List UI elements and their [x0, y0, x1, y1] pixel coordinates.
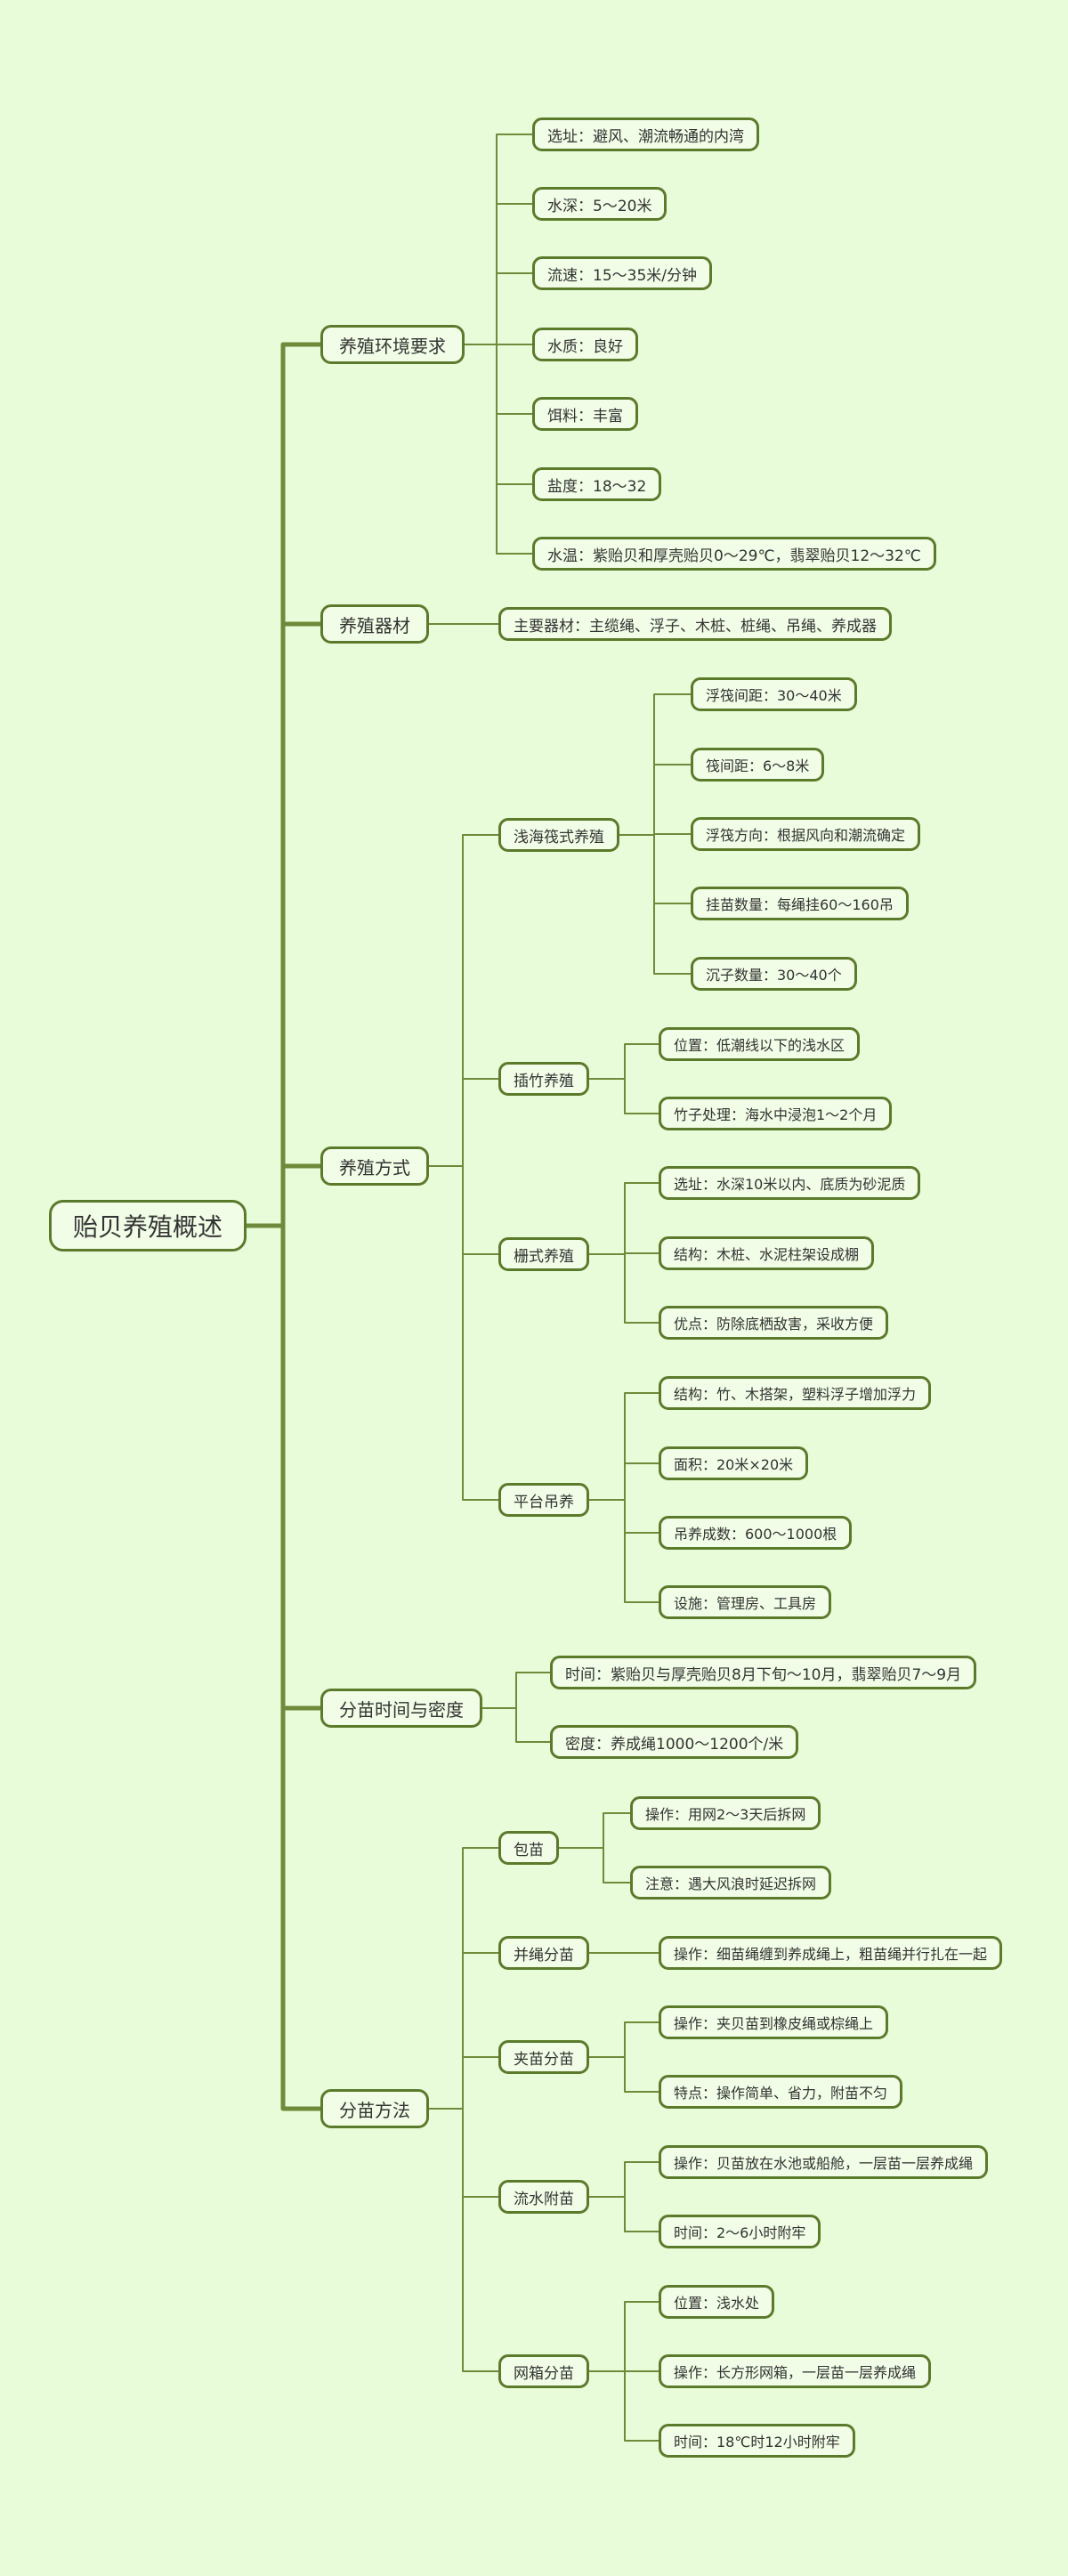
raft-sinker-count[interactable]: 沉子数量：30～40个: [691, 957, 857, 991]
parallel-operation[interactable]: 操作：细苗绳缠到养成绳上，粗苗绳并行扎在一起: [659, 1936, 1003, 1970]
bamboo-treatment[interactable]: 竹子处理：海水中浸泡1～2个月: [659, 1097, 893, 1130]
branch-seeding-methods[interactable]: 分苗方法: [320, 2089, 429, 2128]
env-item-water-quality[interactable]: 水质：良好: [532, 328, 638, 361]
clip-operation[interactable]: 操作：夹贝苗到橡皮绳或棕绳上: [659, 2005, 889, 2039]
connector-root-node: [244, 342, 323, 2111]
equip-item-main[interactable]: 主要器材：主缆绳、浮子、木桩、桩绳、吊绳、养成器: [498, 607, 892, 641]
branch-environment[interactable]: 养殖环境要求: [320, 325, 465, 364]
platform-structure[interactable]: 结构：竹、木搭架，塑料浮子增加浮力: [659, 1376, 932, 1410]
platform-count[interactable]: 吊养成数：600～1000根: [659, 1516, 853, 1550]
clip-feature[interactable]: 特点：操作简单、省力，附苗不匀: [659, 2075, 903, 2109]
raft-direction[interactable]: 浮筏方向：根据风向和潮流确定: [691, 817, 921, 851]
seed-method-clip[interactable]: 夹苗分苗: [498, 2040, 589, 2074]
raft-spacing[interactable]: 浮筏间距：30～40米: [691, 677, 857, 711]
cage-time[interactable]: 时间：18℃时12小时附牢: [659, 2424, 855, 2458]
seed-method-flowing[interactable]: 流水附苗: [498, 2180, 589, 2214]
method-raft[interactable]: 浅海筏式养殖: [498, 818, 619, 852]
connector-branch-seeding-methods: [428, 1847, 499, 2372]
connector-branch-seeding-time: [481, 1672, 551, 1743]
fence-advantage[interactable]: 优点：防除底栖敌害，采收方便: [659, 1306, 889, 1340]
env-item-site[interactable]: 选址：避风、潮流畅通的内湾: [532, 117, 759, 151]
branch-seeding-time[interactable]: 分苗时间与密度: [320, 1689, 482, 1728]
connector-seed-method-clip: [588, 2021, 659, 2093]
cage-operation[interactable]: 操作：长方形网箱，一层苗一层养成绳: [659, 2354, 932, 2388]
connector-seed-method-flowing: [588, 2161, 659, 2232]
fence-structure[interactable]: 结构：木桩、水泥柱架设成棚: [659, 1236, 875, 1270]
raft-seed-count[interactable]: 挂苗数量：每绳挂60～160吊: [691, 887, 909, 920]
flowing-time[interactable]: 时间：2～6小时附牢: [659, 2215, 821, 2248]
fence-site[interactable]: 选址：水深10米以内、底质为砂泥质: [659, 1166, 921, 1200]
connector-branch-environment: [464, 134, 533, 555]
method-bamboo[interactable]: 插竹养殖: [498, 1062, 589, 1096]
method-platform[interactable]: 平台吊养: [498, 1483, 589, 1517]
branch-methods[interactable]: 养殖方式: [320, 1146, 429, 1186]
connector-method-platform: [588, 1392, 659, 1603]
cage-location[interactable]: 位置：浅水处: [659, 2285, 775, 2319]
method-fence[interactable]: 栅式养殖: [498, 1237, 589, 1271]
branch-equipment[interactable]: 养殖器材: [320, 604, 429, 644]
connector-branch-methods: [428, 834, 499, 1501]
seeding-density[interactable]: 密度：养成绳1000～1200个/米: [550, 1725, 799, 1759]
bamboo-location[interactable]: 位置：低潮线以下的浅水区: [659, 1027, 861, 1061]
env-item-flow[interactable]: 流速：15～35米/分钟: [532, 256, 712, 290]
seed-method-wrap[interactable]: 包苗: [498, 1831, 559, 1865]
connector-seed-method-cage: [588, 2301, 659, 2442]
seed-method-parallel[interactable]: 并绳分苗: [498, 1936, 589, 1970]
seeding-time[interactable]: 时间：紫贻贝与厚壳贻贝8月下旬～10月，翡翠贻贝7～9月: [550, 1656, 977, 1689]
connector-method-bamboo: [588, 1043, 659, 1114]
connector-seed-method-wrap: [558, 1812, 631, 1883]
env-item-salinity[interactable]: 盐度：18～32: [532, 467, 662, 501]
wrap-note[interactable]: 注意：遇大风浪时延迟拆网: [630, 1866, 832, 1900]
connector-method-raft: [619, 693, 692, 975]
wrap-operation[interactable]: 操作：用网2～3天后拆网: [630, 1796, 821, 1830]
seed-method-cage[interactable]: 网箱分苗: [498, 2354, 589, 2388]
connector-method-fence: [588, 1182, 659, 1324]
raft-interval[interactable]: 筏间距：6～8米: [691, 748, 825, 782]
root-node[interactable]: 贻贝养殖概述: [49, 1200, 247, 1252]
env-item-feed[interactable]: 饵料：丰富: [532, 397, 638, 431]
platform-area[interactable]: 面积：20米×20米: [659, 1446, 809, 1480]
flowing-operation[interactable]: 操作：贝苗放在水池或船舱，一层苗一层养成绳: [659, 2145, 989, 2179]
env-item-temperature[interactable]: 水温：紫贻贝和厚壳贻贝0～29℃，翡翠贻贝12～32℃: [532, 537, 936, 571]
env-item-depth[interactable]: 水深：5～20米: [532, 187, 668, 221]
platform-facilities[interactable]: 设施：管理房、工具房: [659, 1585, 832, 1619]
